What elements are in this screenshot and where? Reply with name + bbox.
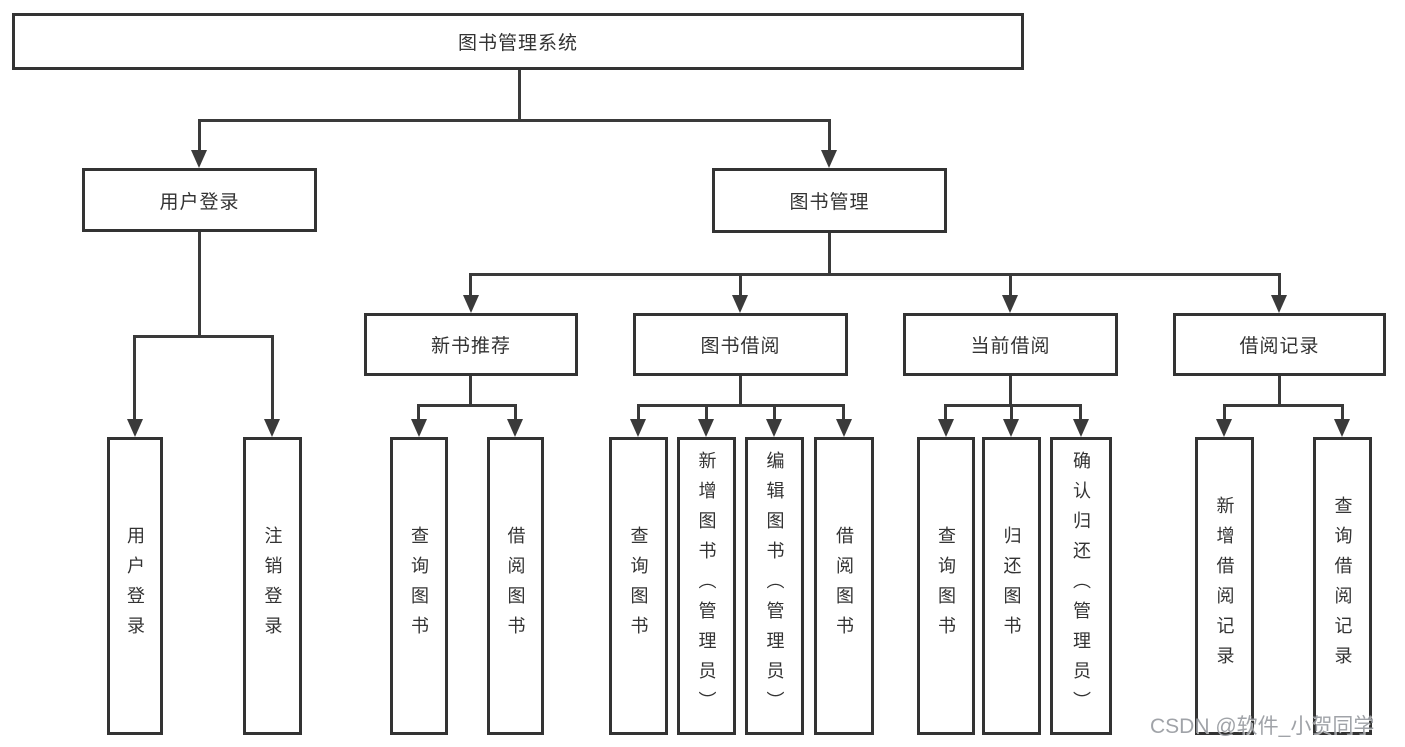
arrowhead-icon (766, 419, 782, 437)
arrowhead-icon (821, 150, 837, 168)
node-label: 图书借阅 (700, 336, 781, 357)
connector-level3-hline (471, 273, 1280, 276)
node-label: 注销登录 (262, 526, 283, 646)
connector-drop-confirm (1079, 404, 1082, 419)
connector-borrowing-hline (638, 404, 844, 407)
node-logout-leaf: 注销登录 (243, 437, 302, 735)
node-label: 借阅图书 (505, 526, 526, 646)
connector-drop-borrowing (739, 273, 742, 295)
node-label: 查询借阅记录 (1332, 496, 1353, 676)
connector-level2-hline (198, 119, 831, 122)
node-label: 用户登录 (159, 191, 240, 213)
node-label: 图书管理系统 (457, 33, 578, 54)
connector-drop-user-login (198, 119, 201, 152)
connector-drop-current (1009, 273, 1012, 295)
connector-drop-borrow2 (842, 404, 845, 419)
arrowhead-icon (191, 150, 207, 168)
node-label: 查询图书 (409, 526, 429, 646)
connector-drop-return (1010, 404, 1013, 419)
connector-drop-query1 (417, 404, 420, 419)
node-add-borrow-record: 新增借阅记录 (1195, 437, 1254, 735)
node-borrowing-records: 借阅记录 (1173, 313, 1386, 376)
arrowhead-icon (732, 295, 748, 313)
connector-drop-add-record (1223, 404, 1226, 419)
connector-user-login-stem (198, 232, 201, 335)
connector-root-stem (518, 70, 521, 119)
node-label: 新增借阅记录 (1214, 496, 1235, 676)
node-label: 编辑图书（管理员） (764, 451, 785, 721)
node-label: 借阅图书 (834, 526, 854, 646)
connector-drop-borrow1 (514, 404, 517, 419)
connector-user-login-hline (134, 335, 274, 338)
node-label: 用户登录 (125, 526, 145, 646)
node-label: 查询图书 (936, 526, 956, 646)
node-query-books-current: 查询图书 (917, 437, 975, 735)
node-label: 新增图书（管理员） (696, 451, 717, 721)
arrowhead-icon (507, 419, 523, 437)
connector-records-hline (1224, 404, 1343, 407)
node-label: 确认归还（管理员） (1071, 451, 1091, 721)
node-add-books-admin: 新增图书（管理员） (677, 437, 736, 735)
connector-drop-add-book (705, 404, 708, 419)
arrowhead-icon (127, 419, 143, 437)
arrowhead-icon (630, 419, 646, 437)
node-library-management-system: 图书管理系统 (12, 13, 1024, 70)
node-label: 归还图书 (1001, 526, 1022, 646)
node-label: 新书推荐 (430, 336, 511, 357)
connector-drop-book-mgmt (828, 119, 831, 152)
node-label: 当前借阅 (970, 336, 1051, 357)
connector-drop-records (1278, 273, 1281, 295)
connector-book-mgmt-stem (828, 233, 831, 273)
arrowhead-icon (1002, 295, 1018, 313)
node-borrow-books-recommend: 借阅图书 (487, 437, 544, 735)
connector-recommend-hline (419, 404, 516, 407)
arrowhead-icon (1271, 295, 1287, 313)
arrowhead-icon (938, 419, 954, 437)
connector-drop-recommend (469, 273, 472, 295)
connector-drop-logout-leaf (271, 335, 274, 421)
arrowhead-icon (264, 419, 280, 437)
arrowhead-icon (836, 419, 852, 437)
arrowhead-icon (1003, 419, 1019, 437)
node-user-login-leaf: 用户登录 (107, 437, 163, 735)
node-query-books-borrow: 查询图书 (609, 437, 668, 735)
connector-drop-query2 (637, 404, 640, 419)
connector-current-hline (946, 404, 1081, 407)
arrowhead-icon (463, 295, 479, 313)
node-book-borrowing: 图书借阅 (633, 313, 848, 376)
node-label: 借阅记录 (1239, 336, 1320, 357)
node-borrow-books-leaf: 借阅图书 (814, 437, 874, 735)
arrowhead-icon (411, 419, 427, 437)
csdn-watermark: CSDN @软件_小贺同学 (1150, 715, 1375, 738)
node-confirm-return-admin: 确认归还（管理员） (1050, 437, 1112, 735)
node-edit-books-admin: 编辑图书（管理员） (745, 437, 804, 735)
node-return-books: 归还图书 (982, 437, 1041, 735)
node-book-management-branch: 图书管理 (712, 168, 947, 233)
node-label: 图书管理 (789, 192, 870, 213)
connector-drop-edit-book (773, 404, 776, 419)
arrowhead-icon (1216, 419, 1232, 437)
connector-borrowing-stem (739, 376, 742, 404)
node-user-login-branch: 用户登录 (82, 168, 317, 232)
node-new-book-recommendation: 新书推荐 (364, 313, 578, 376)
arrowhead-icon (1334, 419, 1350, 437)
connector-records-stem (1278, 376, 1281, 404)
node-current-borrowing: 当前借阅 (903, 313, 1118, 376)
connector-drop-login-leaf (133, 335, 136, 421)
node-label: 查询图书 (628, 526, 649, 646)
connector-current-stem (1009, 376, 1012, 404)
connector-recommend-stem (469, 376, 472, 404)
arrowhead-icon (698, 419, 714, 437)
node-query-books-recommend: 查询图书 (390, 437, 448, 735)
connector-drop-query3 (944, 404, 947, 419)
node-query-borrow-record: 查询借阅记录 (1313, 437, 1372, 735)
connector-drop-query-record (1341, 404, 1344, 419)
arrowhead-icon (1073, 419, 1089, 437)
